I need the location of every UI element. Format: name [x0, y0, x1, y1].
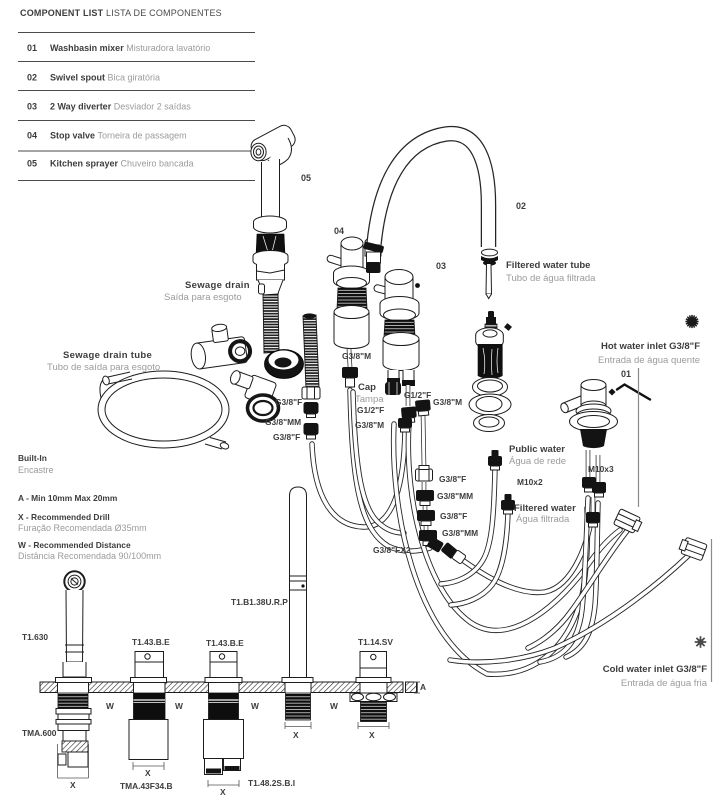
svg-text:G3/8"MM: G3/8"MM: [265, 417, 301, 427]
svg-text:Entrada de água quente: Entrada de água quente: [598, 355, 700, 366]
svg-text:01: 01: [27, 43, 37, 53]
svg-text:M10x3: M10x3: [588, 464, 614, 474]
svg-text:X: X: [293, 730, 299, 740]
svg-text:G3/8"M: G3/8"M: [433, 397, 462, 407]
svg-text:Cold water inlet G3/8"F: Cold water inlet G3/8"F: [603, 664, 707, 675]
svg-text:G3/8"M: G3/8"M: [342, 351, 371, 361]
svg-text:T1.48.2S.B.I: T1.48.2S.B.I: [248, 778, 295, 788]
svg-text:W: W: [251, 701, 259, 711]
svg-text:Entrada de água fria: Entrada de água fria: [621, 678, 708, 689]
svg-text:Stop valve Torneira de passage: Stop valve Torneira de passagem: [50, 131, 187, 141]
svg-text:Distância Recomendada 90/100mm: Distância Recomendada 90/100mm: [18, 551, 161, 561]
svg-text:03: 03: [27, 102, 37, 112]
svg-text:Built-In: Built-In: [18, 453, 47, 463]
svg-text:Swivel spout Bica giratória: Swivel spout Bica giratória: [50, 73, 160, 83]
svg-text:Água de rede: Água de rede: [509, 456, 566, 467]
svg-text:Tubo de saída para esgoto: Tubo de saída para esgoto: [47, 362, 160, 373]
svg-text:G3/8"MM: G3/8"MM: [442, 528, 478, 538]
svg-text:T1.14.SV: T1.14.SV: [358, 637, 393, 647]
svg-text:Sewage drain: Sewage drain: [185, 280, 250, 291]
svg-text:Cap: Cap: [358, 382, 376, 393]
svg-text:Sewage drain tube: Sewage drain tube: [63, 350, 152, 361]
svg-text:W: W: [106, 701, 114, 711]
svg-text:G1/2"F: G1/2"F: [404, 390, 431, 400]
svg-text:Hot water inlet G3/8"F: Hot water inlet G3/8"F: [601, 341, 700, 352]
svg-text:G3/8"MM: G3/8"MM: [437, 491, 473, 501]
svg-text:Saída para esgoto: Saída para esgoto: [164, 292, 242, 303]
svg-text:X: X: [369, 730, 375, 740]
svg-text:02: 02: [27, 73, 37, 83]
svg-text:2 Way diverter Desviador 2 saí: 2 Way diverter Desviador 2 saídas: [50, 102, 191, 112]
svg-text:COMPONENT LIST LISTA DE COMPON: COMPONENT LIST LISTA DE COMPONENTES: [20, 8, 222, 18]
svg-text:X: X: [70, 780, 76, 790]
svg-text:TMA.43F34.B: TMA.43F34.B: [120, 781, 173, 791]
svg-text:X: X: [220, 787, 226, 797]
svg-text:A: A: [420, 682, 426, 692]
svg-text:G3/8"F: G3/8"F: [275, 397, 302, 407]
svg-text:M10x2: M10x2: [517, 477, 543, 487]
svg-text:W - Recommended Distance: W - Recommended Distance: [18, 540, 131, 550]
svg-text:Washbasin mixer Misturadora la: Washbasin mixer Misturadora lavatório: [50, 43, 210, 53]
svg-text:Filtered water tube: Filtered water tube: [506, 260, 590, 271]
svg-text:Public water: Public water: [509, 444, 565, 455]
svg-text:Filtered water: Filtered water: [514, 503, 576, 514]
svg-text:Furação Recomendada Ø35mm: Furação Recomendada Ø35mm: [18, 523, 147, 533]
svg-text:05: 05: [27, 159, 37, 169]
svg-text:Tubo de água filtrada: Tubo de água filtrada: [506, 273, 596, 284]
svg-text:Tampa: Tampa: [355, 394, 384, 405]
svg-text:T1.43.B.E: T1.43.B.E: [132, 637, 170, 647]
svg-text:G3/8"F: G3/8"F: [440, 511, 467, 521]
svg-text:G3/8"M: G3/8"M: [355, 420, 384, 430]
svg-text:01: 01: [621, 369, 631, 379]
svg-text:X: X: [145, 768, 151, 778]
svg-text:T1.630: T1.630: [22, 632, 48, 642]
svg-text:W: W: [175, 701, 183, 711]
svg-text:T1.B1.38U.R.P: T1.B1.38U.R.P: [231, 597, 288, 607]
svg-text:G3/8"F: G3/8"F: [273, 432, 300, 442]
svg-text:G3/8"F: G3/8"F: [439, 474, 466, 484]
svg-text:02: 02: [516, 201, 526, 211]
svg-text:05: 05: [301, 173, 311, 183]
svg-text:A - Min 10mm Max 20mm: A - Min 10mm Max 20mm: [18, 493, 117, 503]
svg-text:03: 03: [436, 261, 446, 271]
svg-text:X - Recommended Drill: X - Recommended Drill: [18, 512, 110, 522]
svg-text:04: 04: [334, 226, 344, 236]
svg-text:TMA.600: TMA.600: [22, 728, 57, 738]
svg-text:Encastre: Encastre: [18, 465, 54, 475]
svg-text:W: W: [330, 701, 338, 711]
svg-text:04: 04: [27, 131, 37, 141]
svg-text:Água filtrada: Água filtrada: [516, 514, 570, 525]
svg-text:Kitchen sprayer Chuveiro banca: Kitchen sprayer Chuveiro bancada: [50, 159, 194, 169]
svg-text:G3/8"FX2: G3/8"FX2: [373, 545, 411, 555]
svg-text:T1.43.B.E: T1.43.B.E: [206, 638, 244, 648]
svg-text:G1/2"F: G1/2"F: [357, 405, 384, 415]
